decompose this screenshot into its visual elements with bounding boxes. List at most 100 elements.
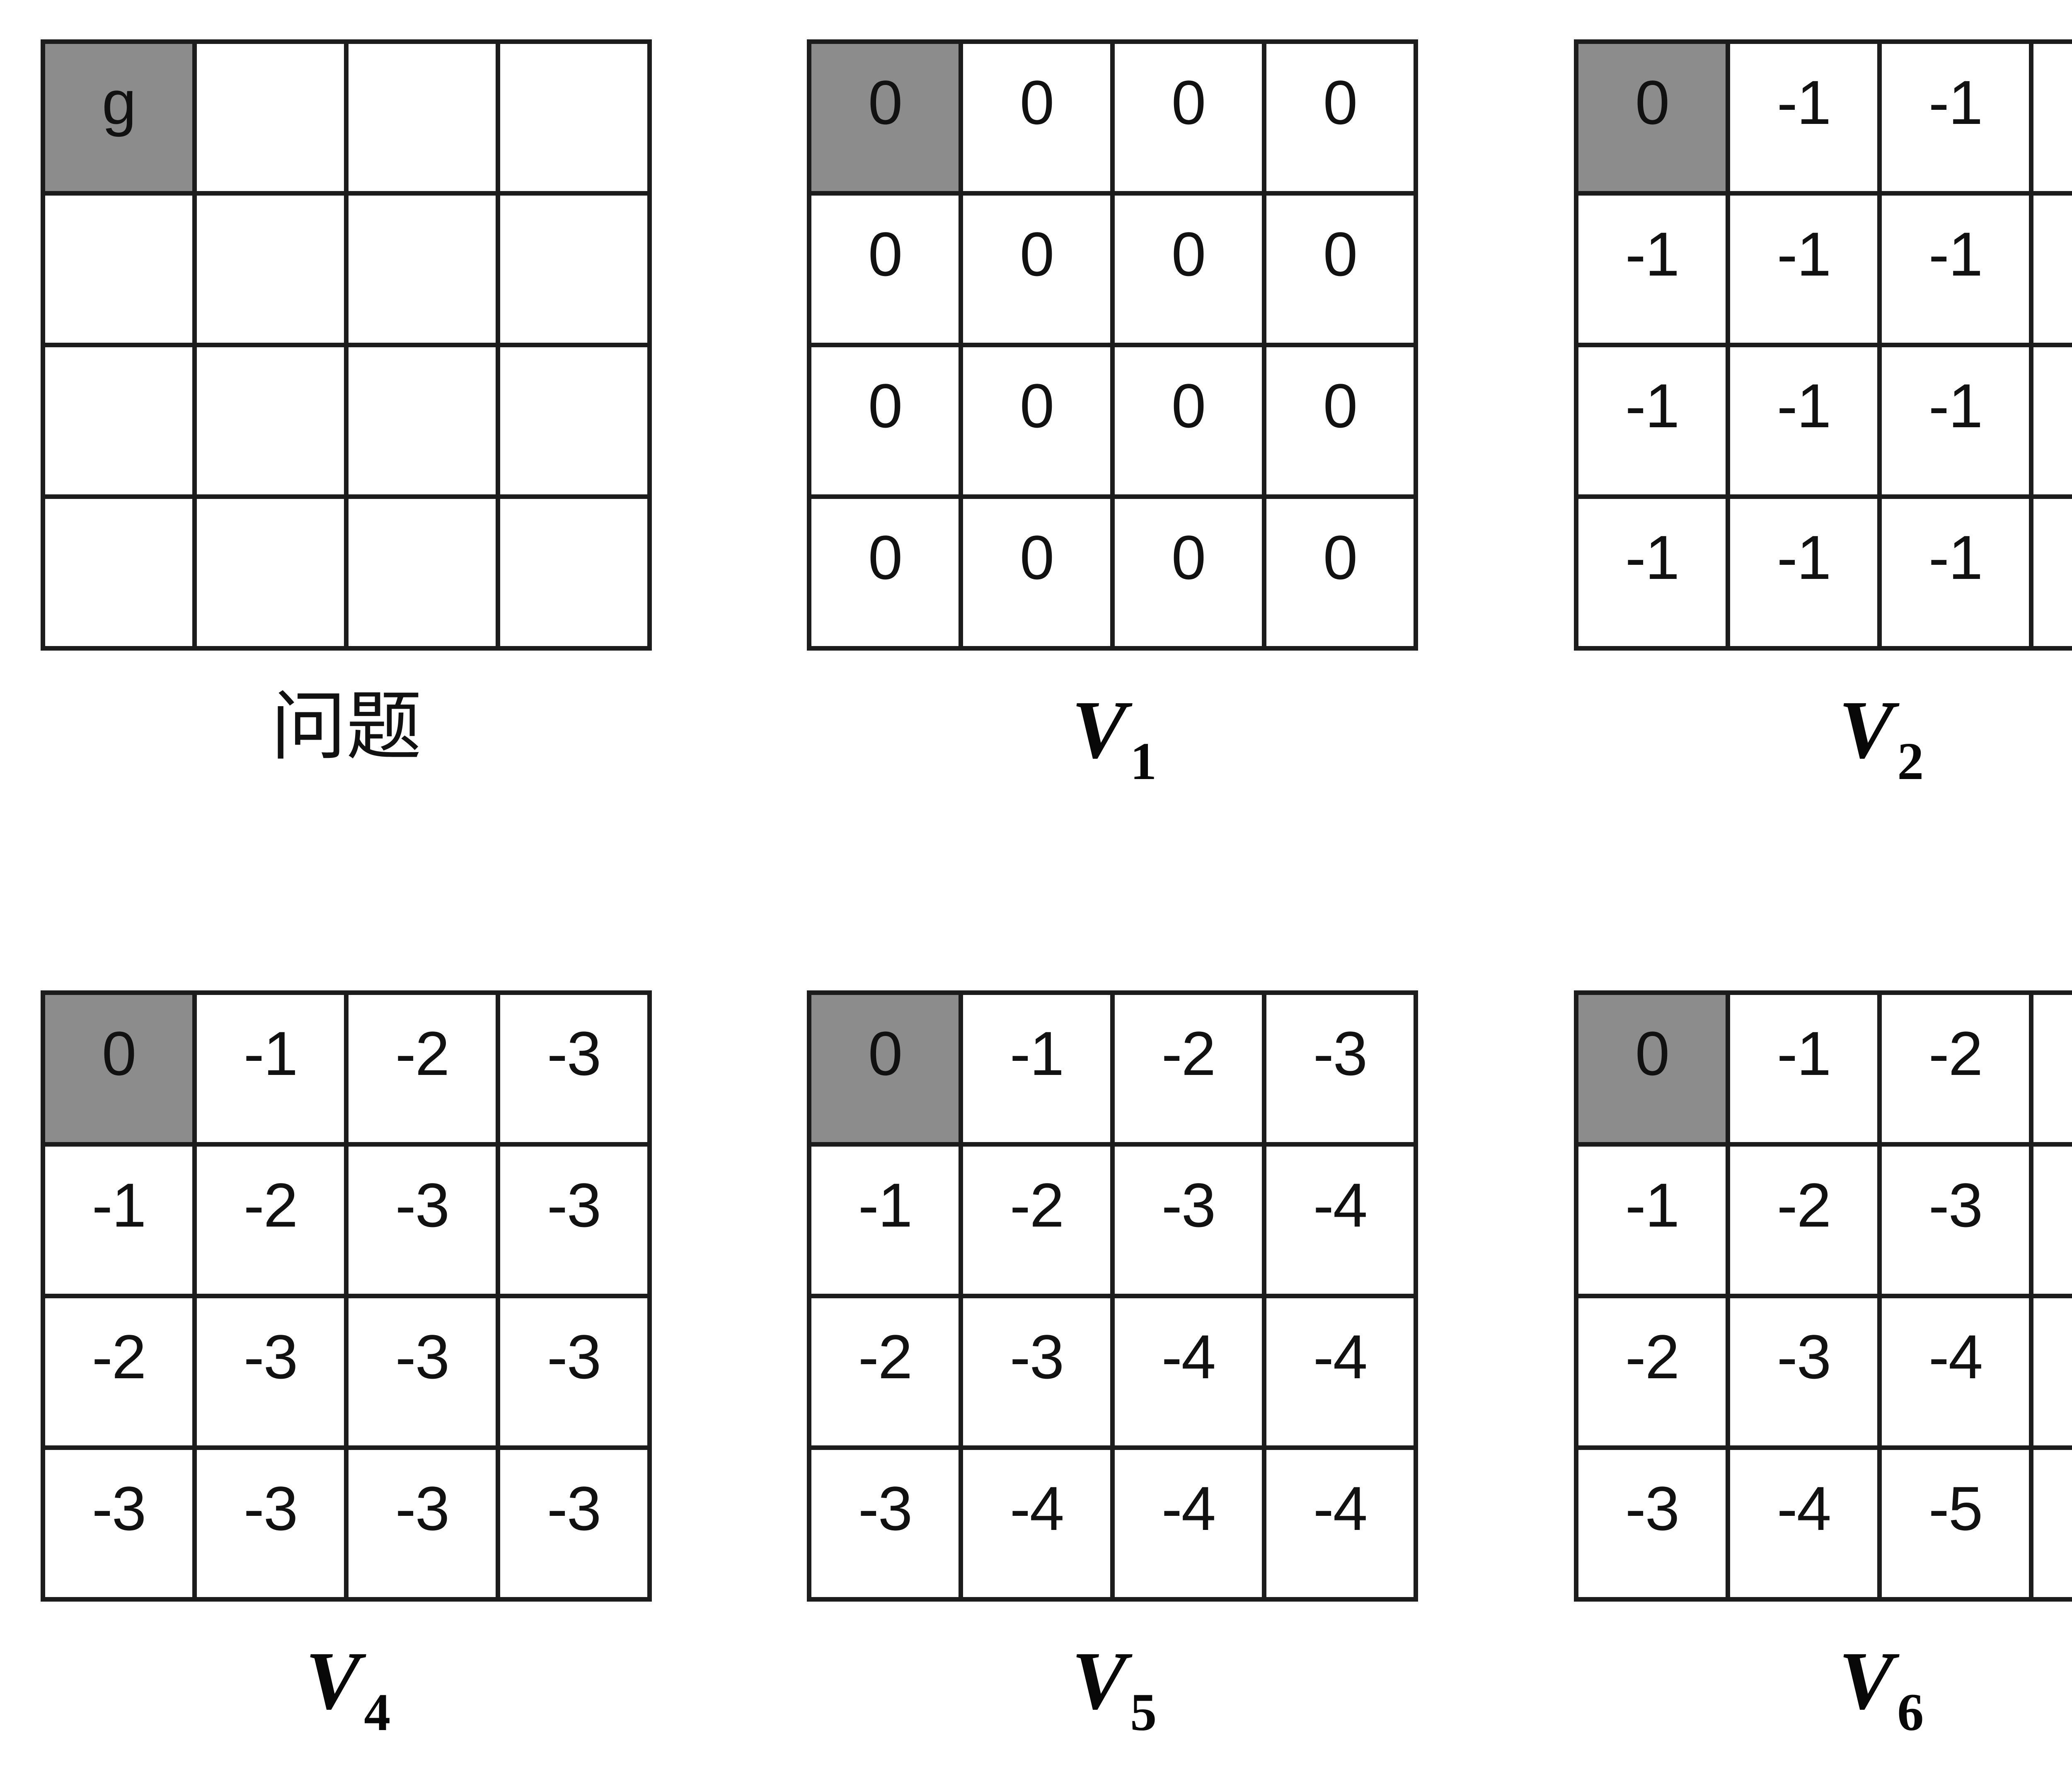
grid-cell: -1	[197, 995, 349, 1147]
grid-cell: -4	[963, 1450, 1115, 1602]
grid-cell: 0	[1115, 347, 1266, 499]
grid-cell: -3	[500, 1450, 652, 1602]
grid-cell: -2	[1115, 995, 1266, 1147]
grid-cell	[500, 347, 652, 499]
grid-cell: -5	[2033, 1450, 2072, 1602]
grid-cell: -2	[349, 995, 500, 1147]
grid-cell	[197, 347, 349, 499]
caption-v2: V2	[1574, 689, 2072, 813]
grid-cell: -3	[197, 1450, 349, 1602]
grid-cell: -1	[1578, 196, 1730, 347]
caption-subscript: 6	[1897, 1683, 1924, 1742]
grid-cell	[197, 499, 349, 651]
grid-cell: -3	[500, 1147, 652, 1298]
caption-subscript: 1	[1130, 732, 1157, 791]
grid-cell: 0	[963, 44, 1115, 196]
grid-cell: -1	[1730, 347, 1882, 499]
caption-subscript: 4	[364, 1683, 391, 1742]
grid-cell-shaded: 0	[1578, 44, 1730, 196]
grid-cell	[349, 499, 500, 651]
grid-cell: -1	[2033, 44, 2072, 196]
grid-cell: -1	[1578, 499, 1730, 651]
grid-cell: -2	[811, 1298, 963, 1450]
grid-cell: -3	[963, 1298, 1115, 1450]
grid-cell: 0	[1115, 196, 1266, 347]
grid-cell: -3	[811, 1450, 963, 1602]
grid-cell: -3	[1730, 1298, 1882, 1450]
grid-v2: 0-1-1-1-1-1-1-1-1-1-1-1-1-1-1-1	[1574, 39, 2072, 651]
grid-v6: 0-1-2-3-1-2-3-4-2-3-4-5-3-4-5-5	[1574, 990, 2072, 1602]
caption-symbol: V	[1838, 684, 1894, 776]
grid-cell: 0	[1266, 196, 1418, 347]
panel-v2: 0-1-1-1-1-1-1-1-1-1-1-1-1-1-1-1V2	[1574, 39, 2072, 813]
grid-cell: 0	[1266, 347, 1418, 499]
grid-cell: -3	[349, 1147, 500, 1298]
grid-cell: -2	[1882, 995, 2033, 1147]
grid-cell: -1	[1730, 196, 1882, 347]
grid-cell: -4	[1115, 1450, 1266, 1602]
grid-cell: -2	[45, 1298, 197, 1450]
grid-cell: -1	[2033, 196, 2072, 347]
grid-cell: -4	[2033, 1147, 2072, 1298]
grid-cell: 0	[811, 347, 963, 499]
grid-cell: -3	[2033, 995, 2072, 1147]
grid-cell: 0	[963, 347, 1115, 499]
grid-cell	[349, 44, 500, 196]
grid-cell: -1	[1882, 44, 2033, 196]
caption-v6: V6	[1574, 1640, 2072, 1764]
grid-cell: -1	[1882, 347, 2033, 499]
grid-cell: -3	[349, 1298, 500, 1450]
panel-v6: 0-1-2-3-1-2-3-4-2-3-4-5-3-4-5-5V6	[1574, 990, 2072, 1764]
grid-cell: 0	[1266, 499, 1418, 651]
grid-cell	[197, 44, 349, 196]
grid-cell-shaded: 0	[811, 995, 963, 1147]
grid-cell	[45, 347, 197, 499]
grid-cell: 0	[811, 196, 963, 347]
grid-cell-shaded: 0	[45, 995, 197, 1147]
grid-cell: -4	[1266, 1450, 1418, 1602]
grid-cell: -2	[963, 1147, 1115, 1298]
grid-cell: 0	[963, 499, 1115, 651]
caption-text: V1	[1072, 689, 1157, 788]
caption-v5: V5	[807, 1640, 1418, 1764]
grid-cell: -1	[1730, 44, 1882, 196]
grid-cell: 0	[963, 196, 1115, 347]
grid-cell: -1	[1578, 1147, 1730, 1298]
grid-cell: -3	[349, 1450, 500, 1602]
grid-cell	[349, 347, 500, 499]
grid-cell: -5	[2033, 1298, 2072, 1450]
grid-cell: -1	[2033, 499, 2072, 651]
grid-cell: -3	[1882, 1147, 2033, 1298]
caption-symbol: V	[1071, 1635, 1127, 1727]
grid-cell	[500, 196, 652, 347]
grid-cell: -4	[1115, 1298, 1266, 1450]
grid-cell: -1	[811, 1147, 963, 1298]
grid-cell	[197, 196, 349, 347]
caption-text: V2	[1839, 689, 1924, 788]
grid-v5: 0-1-2-3-1-2-3-4-2-3-4-4-3-4-4-4	[807, 990, 1418, 1602]
grid-cell: -5	[1882, 1450, 2033, 1602]
grid-cell: 0	[1115, 44, 1266, 196]
grid-cell	[500, 44, 652, 196]
grid-cell-shaded: g	[45, 44, 197, 196]
grid-cell: -1	[1730, 995, 1882, 1147]
grid-cell: -4	[1266, 1298, 1418, 1450]
grid-cell: -3	[500, 1298, 652, 1450]
grid-problem: g	[41, 39, 652, 651]
grid-cell: -3	[500, 995, 652, 1147]
grid-cell: 0	[1115, 499, 1266, 651]
grid-cell: 0	[1266, 44, 1418, 196]
grid-cell: -3	[45, 1450, 197, 1602]
grid-cell: -1	[1730, 499, 1882, 651]
caption-text: V5	[1072, 1640, 1157, 1739]
caption-symbol: V	[1071, 684, 1127, 776]
grid-cell: -2	[1578, 1298, 1730, 1450]
grid-cell-shaded: 0	[1578, 995, 1730, 1147]
caption-v1: V1	[807, 689, 1418, 813]
grid-cell	[500, 499, 652, 651]
grid-cell: -4	[1882, 1298, 2033, 1450]
grid-cell: -4	[1266, 1147, 1418, 1298]
